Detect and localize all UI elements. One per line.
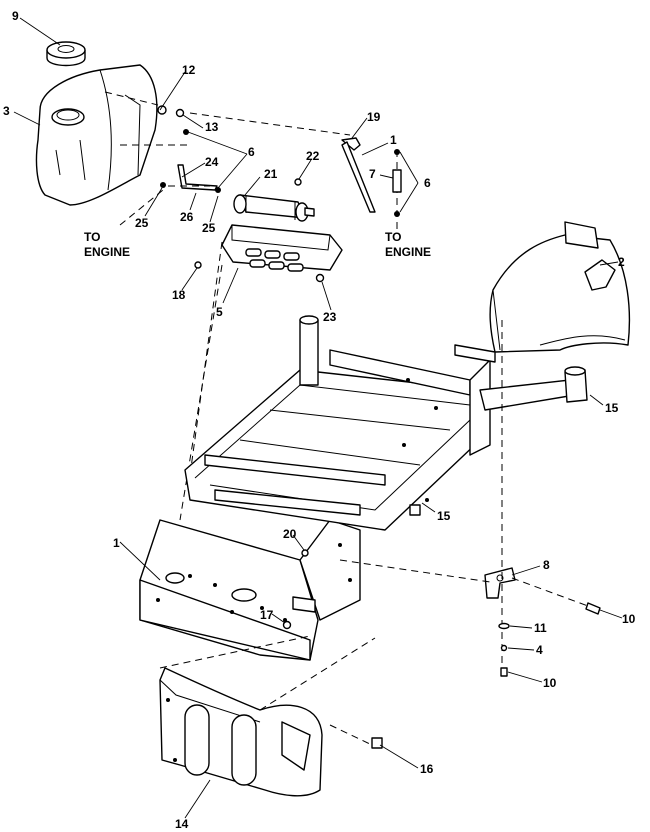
callout-26: 26 <box>180 210 194 224</box>
callout-23: 23 <box>323 310 337 324</box>
callout-12: 12 <box>182 63 196 77</box>
pump-bracket <box>179 224 343 521</box>
callout-8: 8 <box>543 558 550 572</box>
callout-4: 4 <box>536 643 543 657</box>
callout-24: 24 <box>205 155 219 169</box>
callout-labels: 9 3 12 13 19 1 6 7 6 22 24 21 26 25 25 1… <box>3 9 636 831</box>
support-arm <box>479 366 588 411</box>
callout-21: 21 <box>264 167 278 181</box>
fuel-line-group <box>104 91 402 230</box>
fuel-cap <box>46 41 86 67</box>
callout-25-left: 25 <box>135 216 149 230</box>
notes: TO ENGINE TO ENGINE <box>84 230 431 259</box>
note-engine-right: ENGINE <box>385 245 431 259</box>
callout-1-top: 1 <box>390 133 397 147</box>
note-to-left: TO <box>84 230 100 244</box>
fuel-tank <box>35 64 158 206</box>
callout-5: 5 <box>216 305 223 319</box>
callout-15-right: 15 <box>605 401 619 415</box>
callout-15-mid: 15 <box>437 509 451 523</box>
skid-plate <box>159 635 383 797</box>
callout-17: 17 <box>260 608 274 622</box>
main-frame <box>139 315 496 661</box>
callout-18: 18 <box>172 288 186 302</box>
callout-22: 22 <box>306 149 320 163</box>
callout-7: 7 <box>369 167 376 181</box>
callout-9: 9 <box>12 9 19 23</box>
callout-1-frame: 1 <box>113 536 120 550</box>
callout-25-right: 25 <box>202 221 216 235</box>
callout-10-bottom: 10 <box>543 676 557 690</box>
right-fender <box>489 221 631 353</box>
callout-2: 2 <box>618 255 625 269</box>
callout-6-right: 6 <box>424 176 431 190</box>
callout-20: 20 <box>283 527 297 541</box>
fuel-pump <box>233 194 315 222</box>
leader-lines <box>13 17 623 819</box>
callout-3: 3 <box>3 104 10 118</box>
mount-bracket <box>339 320 601 677</box>
callout-11: 11 <box>534 621 547 635</box>
note-engine-left: ENGINE <box>84 245 130 259</box>
callout-13: 13 <box>205 120 219 134</box>
note-to-right: TO <box>385 230 401 244</box>
callout-16: 16 <box>420 762 434 776</box>
callout-6-left: 6 <box>248 145 255 159</box>
callout-19: 19 <box>367 110 381 124</box>
callout-10-right: 10 <box>622 612 636 626</box>
callout-14: 14 <box>175 817 189 831</box>
